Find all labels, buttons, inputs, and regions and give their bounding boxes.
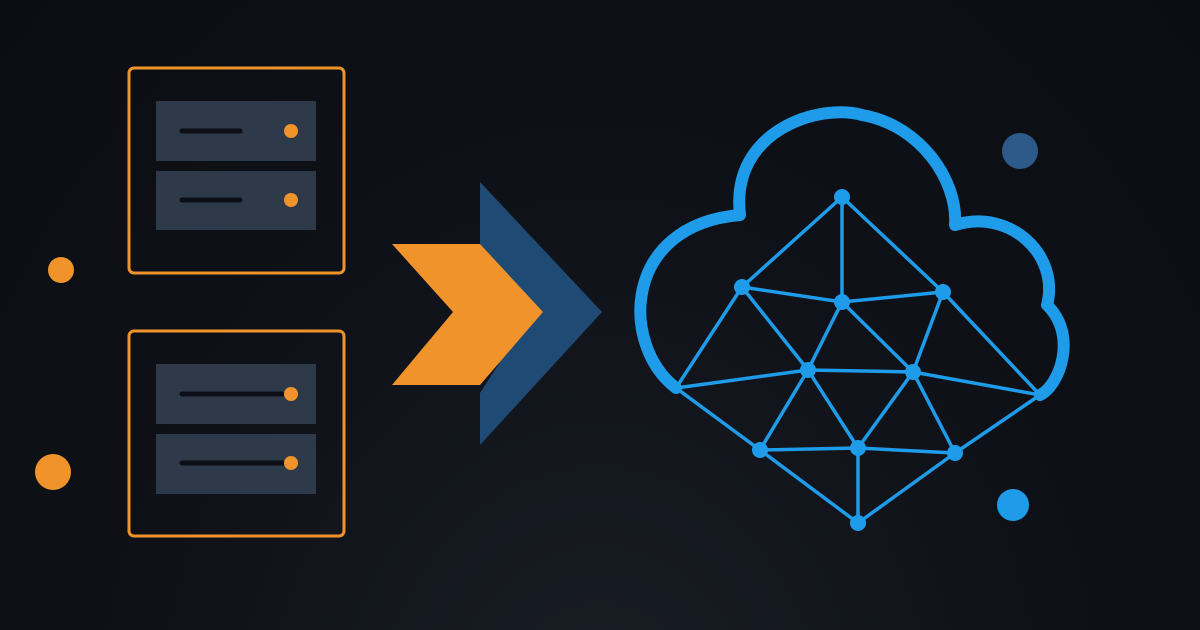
network-node — [834, 189, 850, 205]
server-slot — [156, 434, 316, 494]
server-rack-icon — [127, 329, 346, 538]
cloud-network-icon — [634, 106, 1070, 531]
orange-dot-small — [48, 257, 74, 283]
cloud-outline — [634, 106, 1070, 401]
network-node — [905, 364, 921, 380]
server-slot — [156, 101, 316, 161]
server-slot — [156, 364, 316, 424]
network-node — [850, 440, 866, 456]
network-node — [734, 279, 750, 295]
chevron-right-icon — [392, 182, 602, 445]
network-node — [935, 284, 951, 300]
network-mesh — [674, 195, 1042, 525]
server-slot — [156, 171, 316, 230]
network-node — [850, 515, 866, 531]
orange-dot-large — [35, 454, 71, 490]
server-rack-icon — [127, 66, 346, 275]
network-node — [752, 442, 768, 458]
muted-blue-dot — [1002, 133, 1038, 169]
network-node — [834, 294, 850, 310]
network-nodes — [734, 189, 963, 531]
blue-dot — [997, 489, 1029, 521]
arrow-front — [392, 244, 543, 385]
network-node — [800, 362, 816, 378]
network-node — [947, 445, 963, 461]
